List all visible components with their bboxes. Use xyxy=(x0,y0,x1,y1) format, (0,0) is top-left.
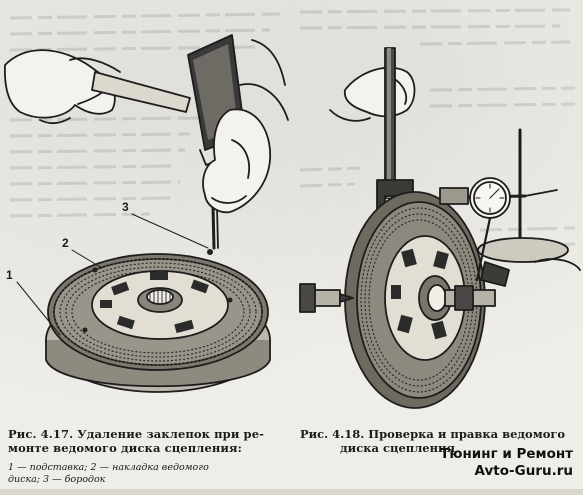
figure-4-17-caption-line2: монте ведомого диска сцепления: xyxy=(8,441,242,455)
figure-4-17-caption: Рис. 4.17. Удаление заклепок при ре- мон… xyxy=(8,427,293,455)
figure-4-17-legend: 1 — подставка; 2 — накладка ведомого дис… xyxy=(8,462,298,486)
disc-runout-check-drawing xyxy=(299,47,581,409)
figure-4-17-legend-line1: 1 — подставка; 2 — накладка ведомого xyxy=(8,462,209,473)
watermark-line2: Avto-Guru.ru xyxy=(474,463,573,479)
site-watermark: Тюнинг и Ремонт Avto-Guru.ru xyxy=(440,446,573,480)
figure-4-17-caption-line1: Рис. 4.17. Удаление заклепок при ре- xyxy=(8,427,264,441)
figure-4-17-legend-line2: диска; 3 — бородок xyxy=(8,474,106,485)
callout-1: 1 xyxy=(6,268,13,282)
callout-2: 2 xyxy=(62,236,69,250)
figure-4-18-illustration xyxy=(295,0,583,420)
figure-4-17-illustration xyxy=(0,0,300,420)
rivet-removal-drawing xyxy=(4,34,289,393)
figure-4-18-caption-line1: Рис. 4.18. Проверка и правка ведомого xyxy=(300,427,566,441)
scan-edge xyxy=(0,489,583,495)
figure-4-18-caption-line2: диска сцепления xyxy=(340,441,456,455)
watermark-line1: Тюнинг и Ремонт xyxy=(440,446,573,462)
callout-3: 3 xyxy=(122,200,129,214)
figure-4-18-caption: Рис. 4.18. Проверка и правка ведомого ди… xyxy=(300,427,570,455)
